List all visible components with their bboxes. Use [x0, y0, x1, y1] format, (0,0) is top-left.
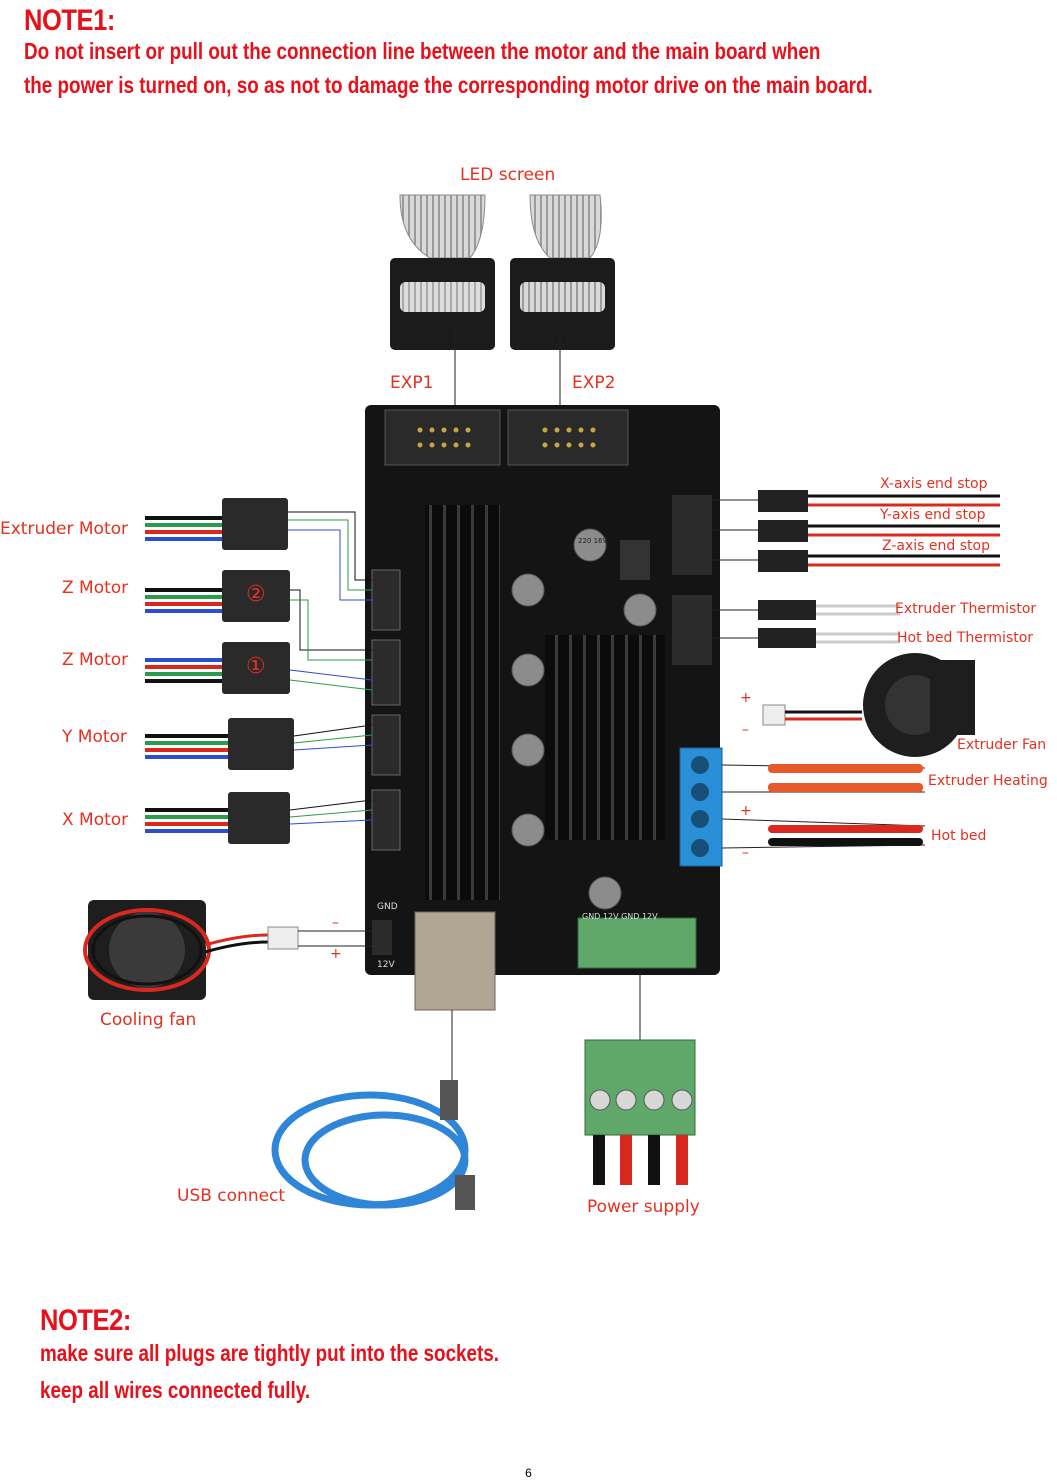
ribbon-cable-exp1 [390, 194, 495, 350]
extruder-motor-label: Extruder Motor [0, 519, 128, 539]
minus-label-2: – [742, 845, 749, 861]
endstop-connectors [712, 490, 1000, 648]
hot-bed-label: Hot bed [931, 828, 987, 844]
marker-1: ① [246, 654, 266, 679]
y-motor-label: Y Motor [62, 727, 127, 747]
ribbon-cable-exp2 [510, 194, 615, 350]
note1-line2: the power is turned on, so as not to dam… [24, 72, 873, 98]
heater-wires [721, 764, 926, 849]
minus-label-1: – [742, 722, 749, 738]
z-motor-1-label: Z Motor [62, 650, 129, 670]
cooling-fan-label: Cooling fan [100, 1010, 197, 1030]
y-endstop-label: Y-axis end stop [880, 507, 986, 523]
fan-plus-label: + [330, 946, 342, 962]
usb-connect-label: USB connect [177, 1186, 286, 1206]
usb-cable [271, 1010, 475, 1210]
plus-label-2: + [740, 803, 752, 819]
board-power-labels: GND 12V GND 12V [582, 912, 658, 921]
power-supply-label: Power supply [587, 1197, 700, 1217]
extruder-heating-label: Extruder Heating [928, 773, 1048, 789]
page-number: 6 [525, 1466, 532, 1480]
board-gnd-label: GND [377, 902, 398, 912]
marker-2: ② [246, 582, 266, 607]
note2-line1: make sure all plugs are tightly put into… [40, 1340, 500, 1366]
capacitor-label: 220 16V [578, 537, 608, 545]
extruder-thermistor-label: Extruder Thermistor [895, 601, 1037, 617]
power-supply-connector [584, 968, 696, 1185]
extruder-fan [762, 653, 975, 757]
note2-line2: keep all wires connected fully. [40, 1377, 311, 1403]
x-motor-label: X Motor [62, 810, 129, 830]
board-12v-label: 12V [377, 960, 395, 970]
note2-title: NOTE2: [40, 1304, 131, 1337]
main-board [365, 405, 723, 1011]
fan-minus-label: – [332, 915, 339, 931]
plus-label-1: + [740, 690, 752, 706]
extruder-fan-label: Extruder Fan [957, 737, 1047, 753]
x-endstop-label: X-axis end stop [880, 476, 988, 492]
z-endstop-label: Z-axis end stop [882, 538, 990, 554]
note1-title: NOTE1: [24, 4, 115, 37]
hotbed-thermistor-label: Hot bed Thermistor [897, 630, 1034, 646]
exp2-label: EXP2 [572, 373, 616, 393]
z-motor-2-label: Z Motor [62, 578, 129, 598]
led-screen-label: LED screen [460, 165, 556, 185]
note1-line1: Do not insert or pull out the connection… [24, 38, 821, 64]
exp1-label: EXP1 [390, 373, 434, 393]
cooling-fan [83, 900, 372, 1000]
motor-connectors [145, 498, 373, 844]
